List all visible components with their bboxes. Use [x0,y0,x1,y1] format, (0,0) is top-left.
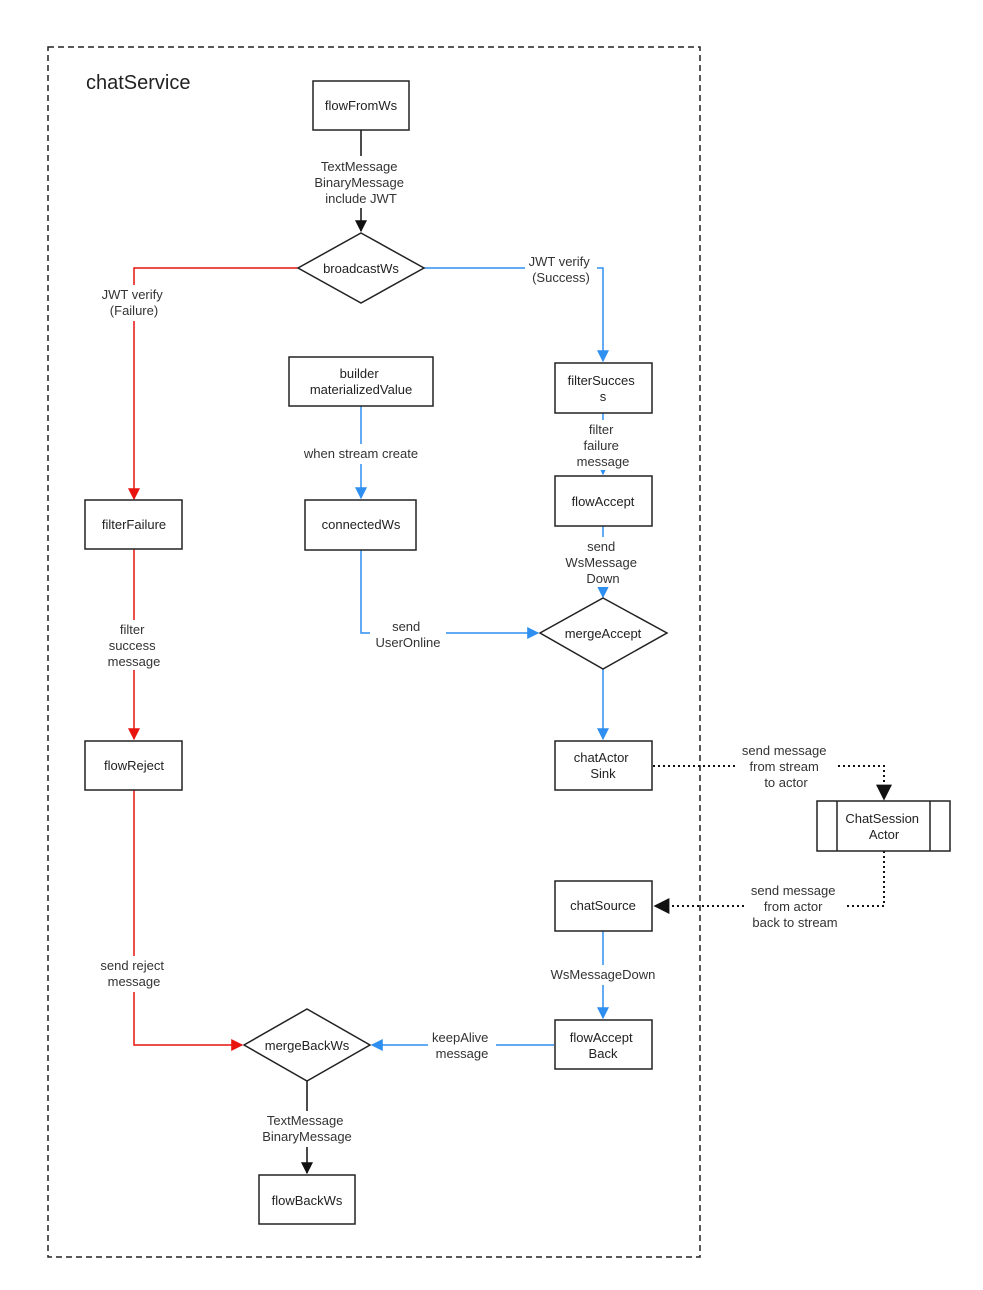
edge-label-ws-messages: TextMessage BinaryMessage include JWT [314,159,407,206]
node-flowbackws[interactable]: flowBackWs [258,1174,356,1225]
svg-text:builder materializedValu: builder materializedValue [310,366,412,397]
edge-chatactorsink-chatsessionactor [653,765,892,801]
svg-text:flowAccept: flowAccept [572,494,635,509]
svg-text:filterFailure: filterFailure [102,517,166,532]
edge-label-stream-to-actor: send message from stream to actor [742,743,830,790]
node-chatactorsink[interactable]: chatActor Sink [554,740,653,791]
svg-text:connectedWs: connectedWs [322,517,401,532]
node-connectedws[interactable]: connectedWs [304,499,417,551]
edge-broadcastws-filtersuccess [424,267,609,363]
node-flowreject[interactable]: flowReject [84,740,183,791]
node-chatsource[interactable]: chatSource [554,880,653,932]
edge-label-send-wsmessage-down: send WsMessage Down [565,539,640,586]
svg-text:flowFromWs: flowFromWs [325,98,398,113]
edge-connectedws-mergeaccept [360,550,540,639]
node-builder[interactable]: builder materializedValue [288,356,434,407]
edge-broadcastws-filterfailure [128,267,298,501]
node-broadcastws[interactable]: broadcastWs [296,232,426,304]
edge-label-when-stream-create: when stream create [303,446,418,461]
edge-label-ws-out-messages: TextMessage BinaryMessage [262,1113,352,1144]
edge-chatsessionactor-chatsource [653,851,885,914]
edge-label-actor-to-stream: send message from actor back to stream [751,883,839,930]
edge-label-send-useronline: send UserOnline [375,619,440,650]
svg-text:broadcastWs: broadcastWs [323,261,399,276]
edge-label-send-reject: send reject message [100,958,167,989]
edge-label-keepalive: keepAlive message [432,1030,492,1061]
svg-text:filterSucces s: filterSucces s [568,373,639,404]
node-flowfromws[interactable]: flowFromWs [312,80,410,131]
svg-text:ChatSession Actor: ChatSession Actor [845,811,922,842]
container-title: chatService [86,72,191,94]
svg-text:flowAccept Back: flowAccept Back [570,1030,637,1061]
edge-label-jwt-success: JWT verify (Success) [529,254,594,285]
edge-label-filter-failure: filter failure message [577,422,630,469]
edge-label-filter-success: filter success message [108,622,161,669]
edge-label-wsmessagedown: WsMessageDown [551,967,656,982]
node-flowaccept[interactable]: flowAccept [554,475,653,527]
chat-service-container [47,46,701,1258]
node-filterfailure[interactable]: filterFailure [84,499,183,550]
node-mergebackws[interactable]: mergeBackWs [242,1008,372,1082]
svg-text:flowReject: flowReject [104,758,164,773]
svg-text:mergeBackWs: mergeBackWs [265,1038,350,1053]
node-mergeaccept[interactable]: mergeAccept [538,597,669,670]
svg-text:chatSource: chatSource [570,898,636,913]
svg-text:mergeAccept: mergeAccept [565,626,642,641]
svg-text:chatActor Sink: chatActor Sink [574,750,633,781]
node-flowacceptback[interactable]: flowAccept Back [554,1019,653,1070]
edge-flowreject-mergebackws [133,790,244,1051]
edge-label-jwt-failure: JWT verify (Failure) [102,287,167,318]
node-chatsessionactor[interactable]: ChatSession Actor [816,800,951,852]
node-filtersuccess[interactable]: filterSucces s [554,362,653,414]
svg-text:flowBackWs: flowBackWs [272,1193,343,1208]
